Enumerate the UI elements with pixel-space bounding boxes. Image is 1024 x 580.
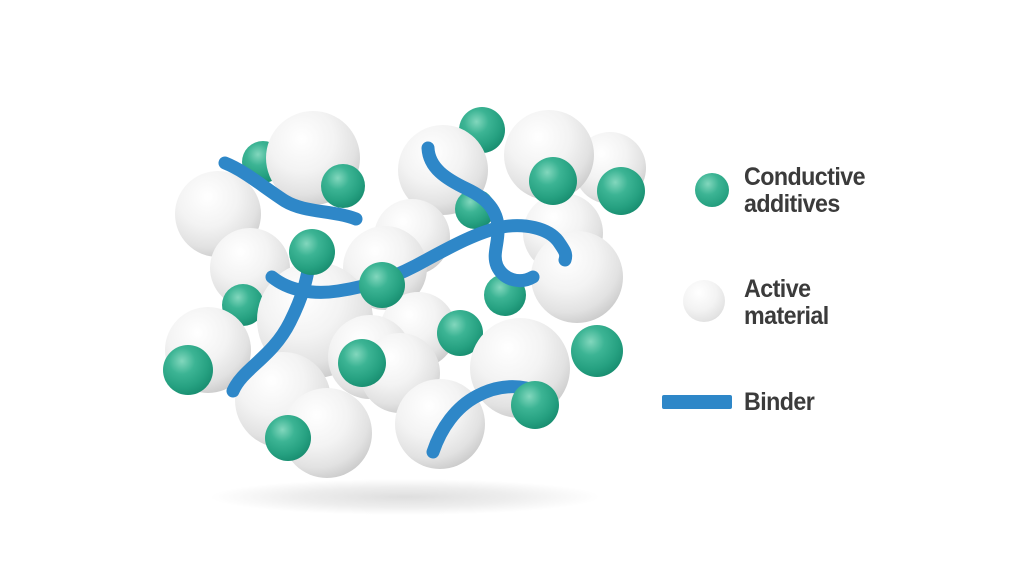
conductive-additive-sphere: [163, 345, 213, 395]
conductive-additive-sphere: [597, 167, 645, 215]
active-material-sphere: [531, 231, 623, 323]
particle-cluster: [163, 107, 646, 478]
conductive-additive-sphere: [338, 339, 386, 387]
binder-strand: [218, 156, 363, 226]
cluster-shadow: [210, 479, 600, 515]
conductive-additive-sphere: [529, 157, 577, 205]
binder-strand: [426, 380, 533, 459]
conductive-additive-sphere: [511, 381, 559, 429]
conductive-additive-sphere: [321, 164, 365, 208]
binder-strand: [226, 247, 318, 398]
conductive-additive-sphere: [359, 262, 405, 308]
conductive-additive-sphere: [571, 325, 623, 377]
conductive-additive-sphere: [289, 229, 335, 275]
active-material-sphere: [282, 388, 372, 478]
binder-strand: [265, 219, 573, 299]
conductive-additive-sphere: [265, 415, 311, 461]
conductive-additive-sphere: [437, 310, 483, 356]
